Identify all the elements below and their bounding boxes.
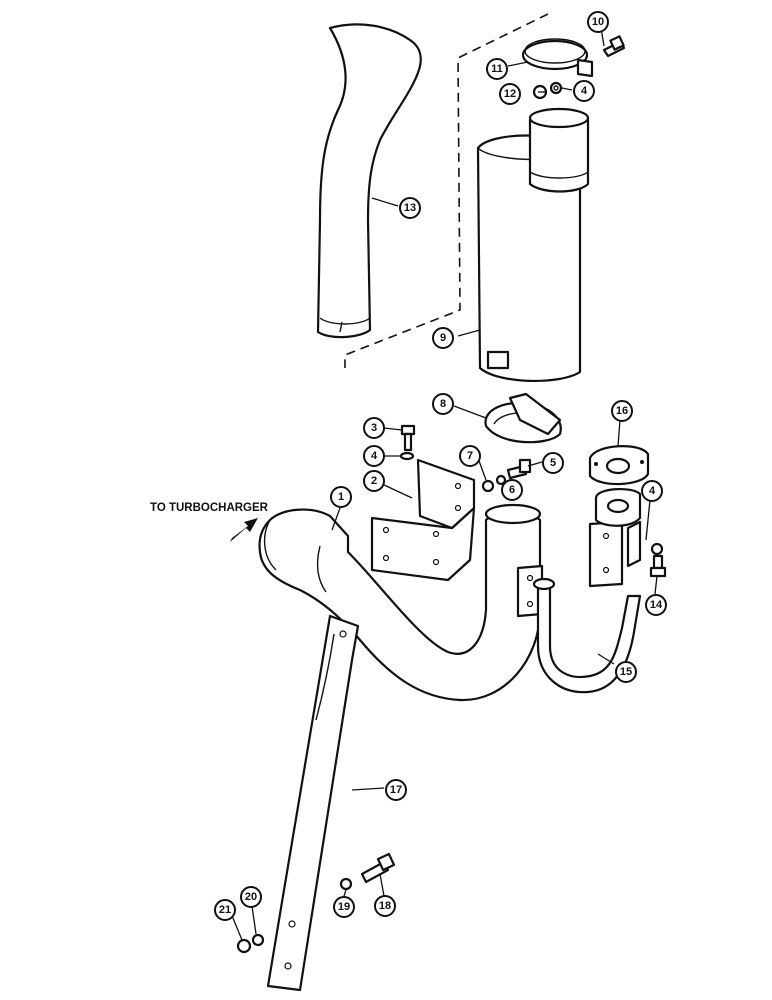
svg-text:4: 4 bbox=[581, 85, 588, 97]
washer-7 bbox=[481, 479, 495, 493]
callout-19: 19 bbox=[333, 896, 355, 918]
svg-text:13: 13 bbox=[404, 202, 416, 214]
callout-20: 20 bbox=[240, 886, 262, 908]
svg-text:18: 18 bbox=[379, 900, 391, 912]
svg-text:8: 8 bbox=[440, 398, 446, 410]
callout-11: 11 bbox=[486, 58, 508, 80]
callout-15: 15 bbox=[615, 661, 637, 683]
svg-text:19: 19 bbox=[338, 901, 350, 913]
callout-3: 3 bbox=[363, 417, 385, 439]
svg-text:7: 7 bbox=[467, 450, 473, 462]
callout-8: 8 bbox=[432, 393, 454, 415]
svg-text:11: 11 bbox=[491, 63, 503, 75]
band-clamp-top bbox=[521, 38, 594, 78]
callout-4-mid: 4 bbox=[363, 445, 385, 467]
svg-text:6: 6 bbox=[509, 484, 515, 496]
gasket bbox=[588, 445, 650, 486]
nut-4-right bbox=[650, 542, 664, 556]
svg-text:1: 1 bbox=[338, 491, 344, 503]
bolt-14 bbox=[649, 554, 667, 578]
svg-text:21: 21 bbox=[219, 904, 231, 916]
bolt-10 bbox=[602, 35, 626, 58]
callout-1: 1 bbox=[330, 486, 352, 508]
callout-4-top: 4 bbox=[573, 80, 595, 102]
washer-4-mid bbox=[399, 451, 415, 461]
exhaust-elbow-pipe bbox=[258, 503, 544, 702]
washer-19 bbox=[339, 877, 353, 891]
u-bolt-clamp bbox=[484, 392, 562, 444]
turbocharger-note: TO TURBOCHARGER bbox=[150, 502, 269, 514]
callout-14: 14 bbox=[645, 594, 667, 616]
nut-21 bbox=[236, 938, 252, 954]
callout-18: 18 bbox=[374, 895, 396, 917]
muffler bbox=[476, 107, 590, 383]
bolt-18 bbox=[360, 852, 396, 884]
svg-text:14: 14 bbox=[650, 599, 663, 611]
callout-12: 12 bbox=[499, 83, 521, 105]
svg-text:4: 4 bbox=[371, 450, 378, 462]
washer-4-top bbox=[549, 81, 563, 95]
svg-text:9: 9 bbox=[440, 332, 446, 344]
lockwasher-6 bbox=[495, 474, 507, 486]
callout-6: 6 bbox=[501, 479, 523, 501]
callout-9: 9 bbox=[432, 327, 454, 349]
callout-4-right: 4 bbox=[641, 480, 663, 502]
svg-text:3: 3 bbox=[371, 422, 377, 434]
j-pipe bbox=[532, 488, 642, 694]
callout-7: 7 bbox=[459, 445, 481, 467]
bolt-3 bbox=[400, 424, 416, 452]
bolt-5 bbox=[506, 458, 532, 480]
mounting-bracket bbox=[370, 458, 476, 582]
callout-17: 17 bbox=[385, 779, 407, 801]
svg-text:2: 2 bbox=[371, 475, 377, 487]
svg-text:5: 5 bbox=[550, 457, 556, 469]
lockwasher-20 bbox=[251, 933, 265, 947]
callout-2: 2 bbox=[363, 470, 385, 492]
svg-text:16: 16 bbox=[616, 405, 628, 417]
support-bar bbox=[266, 614, 360, 992]
turbocharger-arrow bbox=[230, 518, 258, 542]
svg-text:17: 17 bbox=[390, 784, 402, 796]
svg-text:15: 15 bbox=[620, 666, 632, 678]
callout-5: 5 bbox=[542, 452, 564, 474]
callout-16: 16 bbox=[611, 400, 633, 422]
svg-text:10: 10 bbox=[592, 16, 604, 28]
svg-text:20: 20 bbox=[245, 891, 257, 903]
svg-text:4: 4 bbox=[649, 485, 656, 497]
assembly-dashed-line bbox=[344, 13, 549, 368]
callout-10: 10 bbox=[587, 11, 609, 33]
exhaust-stack bbox=[316, 23, 422, 339]
svg-text:12: 12 bbox=[504, 88, 516, 100]
callout-21: 21 bbox=[214, 899, 236, 921]
callout-13: 13 bbox=[399, 197, 421, 219]
